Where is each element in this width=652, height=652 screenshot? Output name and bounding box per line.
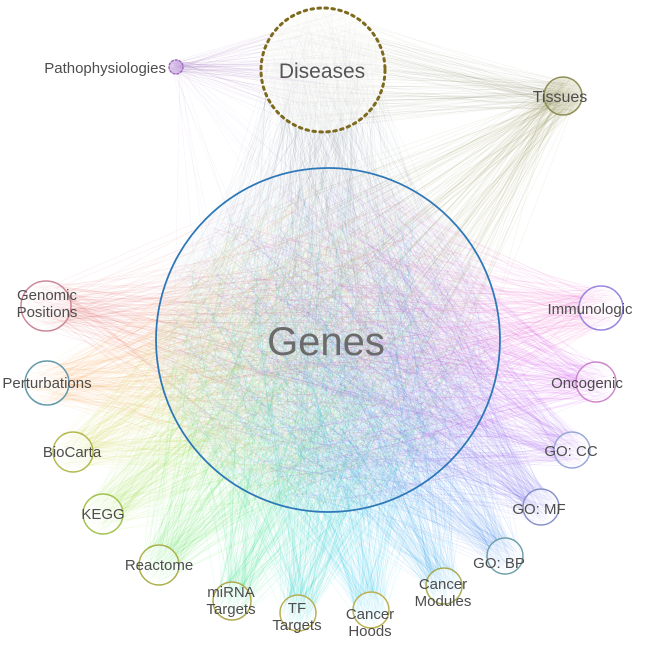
edges-oncogenic-genes (177, 181, 615, 490)
node-label-go-cc: GO: CC (544, 443, 598, 460)
edges-cancer-modules-genes (174, 178, 483, 604)
node-label-kegg: KEGG (81, 506, 124, 523)
node-oncogenic[interactable] (575, 361, 617, 403)
node-label-reactome: Reactome (125, 557, 193, 574)
edges-diseases-tissues (268, 10, 580, 129)
edges-reactome-genes (140, 176, 480, 585)
node-label-line: Positions (17, 304, 78, 321)
node-label-biocarta: BioCarta (43, 444, 102, 461)
edges-mirna-targets-genes (165, 189, 478, 619)
edges-genomic-positions-genes (22, 187, 485, 496)
node-label-line: Cancer (419, 576, 467, 593)
edges-cancer-hoods-genes (166, 186, 487, 627)
node-tf-targets[interactable] (279, 594, 317, 632)
edges-go-bp-genes (168, 182, 523, 573)
edges-go-cc-genes (172, 178, 589, 504)
node-reactome[interactable] (138, 544, 180, 586)
edges-perturbations-genes (25, 178, 483, 503)
node-genomic-positions[interactable] (20, 280, 72, 332)
node-label-genes: Genes (267, 320, 385, 364)
node-label-line: miRNA (207, 584, 255, 601)
node-label-perturbations: Perturbations (2, 375, 91, 392)
nodes (20, 6, 624, 632)
node-label-tissues: Tissues (533, 89, 588, 106)
node-label-go-bp: GO: BP (473, 555, 525, 572)
node-kegg[interactable] (82, 493, 124, 535)
edges-pathophysiologies-genes (169, 62, 441, 470)
node-go-bp[interactable] (486, 537, 524, 575)
node-label-pathophysiologies: Pathophysiologies (44, 60, 166, 77)
edges-immunologic-genes (175, 183, 622, 480)
edges-biocarta-genes (53, 181, 476, 490)
edges-tissues-genes (171, 77, 582, 494)
node-tissues[interactable] (543, 76, 583, 116)
node-label-line: Targets (272, 617, 321, 634)
node-label-immunologic: Immunologic (547, 301, 633, 318)
node-label-line: Genomic (17, 287, 78, 304)
node-label-diseases: Diseases (279, 60, 365, 83)
node-label-go-mf: GO: MF (512, 501, 565, 518)
node-immunologic[interactable] (578, 285, 624, 331)
node-label-line: Hoods (348, 623, 391, 640)
node-perturbations[interactable] (24, 360, 70, 406)
edges-go-mf-genes (176, 178, 559, 525)
node-labels: Genes Diseases PathophysiologiesTissuesGen… (2, 60, 633, 640)
node-biocarta[interactable] (52, 431, 94, 473)
node-cancer-hoods[interactable] (352, 591, 390, 629)
node-mirna-targets[interactable] (212, 581, 252, 621)
node-cancer-modules[interactable] (425, 567, 463, 605)
edges-tf-targets-genes (167, 185, 490, 630)
node-label-line: Cancer (346, 606, 394, 623)
node-pathophysiologies[interactable] (168, 59, 184, 75)
node-label-line: Targets (206, 601, 255, 618)
node-genes[interactable] (155, 167, 501, 513)
node-go-cc[interactable] (553, 431, 591, 469)
node-diseases[interactable] (259, 6, 387, 134)
node-label-line: Modules (415, 593, 472, 610)
node-label-oncogenic: Oncogenic (551, 375, 623, 392)
node-go-mf[interactable] (522, 488, 560, 526)
node-label-line: TF (288, 600, 306, 617)
